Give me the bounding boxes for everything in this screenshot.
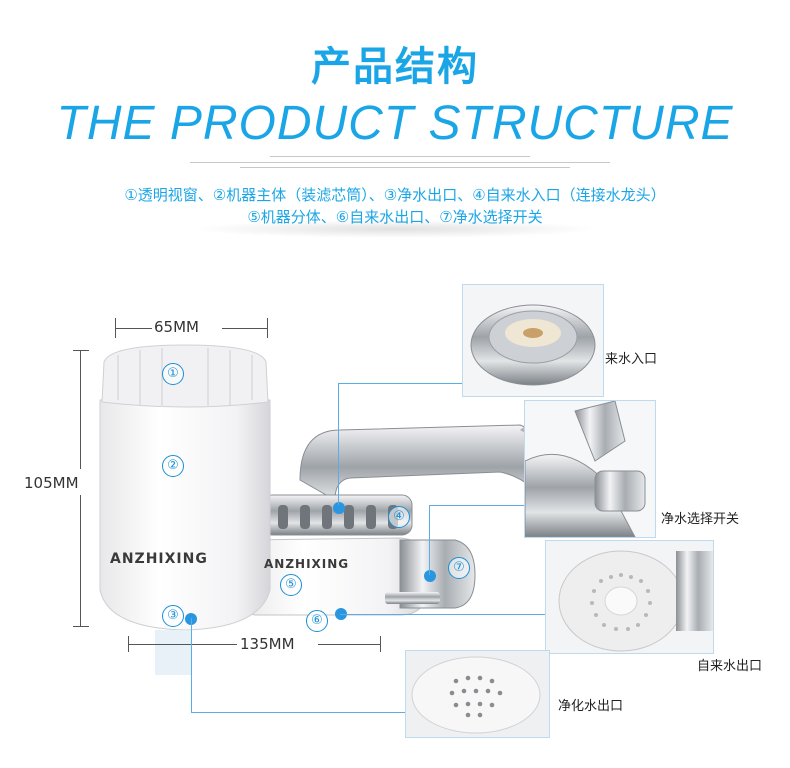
dim-height-line	[80, 351, 81, 469]
top-cap	[101, 344, 269, 408]
inset-label-tap-outlet: 自来水出口	[697, 659, 763, 674]
connector-dot-inlet	[333, 502, 345, 514]
connector-line-pure-outlet	[191, 712, 405, 713]
inset-tap-outlet	[545, 540, 714, 654]
dim-width-tick-right	[267, 318, 268, 338]
dim-length-line	[318, 644, 380, 645]
page-title-en: THE PRODUCT STRUCTURE	[56, 97, 734, 150]
marker-5: ⑤	[280, 574, 302, 596]
dim-height-tick-top	[73, 350, 89, 351]
dim-length-tick-right	[380, 636, 381, 652]
inset-pure-outlet	[405, 650, 550, 738]
inset-water-inlet	[462, 284, 604, 397]
water-stream	[155, 630, 191, 675]
connector-line-tap-outlet	[340, 614, 545, 615]
marker-4: ④	[388, 506, 410, 528]
divider-line	[270, 156, 530, 157]
marker-3: ③	[162, 605, 184, 627]
inset-switch	[524, 400, 656, 538]
switch-lever	[385, 592, 440, 604]
dim-width-line	[222, 328, 267, 329]
tap-outlet-closeup-image	[546, 541, 713, 653]
connector-line-switch	[429, 505, 524, 506]
dim-height-tick-bottom	[73, 626, 89, 627]
dim-height-line	[80, 495, 81, 626]
dim-width-line	[116, 328, 152, 329]
connector-line-inlet	[338, 383, 339, 505]
marker-6: ⑥	[306, 610, 328, 632]
connector-dot-switch	[424, 570, 436, 582]
inset-label-inlet: 来水入口	[605, 352, 658, 367]
main-body	[99, 399, 271, 631]
inlet-closeup-image	[463, 285, 603, 396]
inset-label-switch: 净水选择开关	[661, 512, 740, 527]
dim-height-label: 105MM	[24, 474, 79, 492]
marker-1: ①	[162, 363, 184, 385]
connector-line-inlet	[338, 383, 462, 384]
connector-line-pure-outlet	[191, 618, 192, 713]
parts-description-line2: ⑤机器分体、⑥自来水出口、⑦净水选择开关	[247, 208, 543, 226]
dim-width-tick-left	[115, 318, 116, 338]
divider-line	[240, 167, 570, 168]
marker-2: ②	[162, 455, 184, 477]
inset-label-pure-outlet: 净化水出口	[558, 699, 624, 714]
marker-7: ⑦	[448, 557, 470, 579]
page-title-cn: 产品结构	[311, 44, 479, 90]
brand-label-main: ANZHIXING	[110, 551, 208, 567]
header-shadow	[190, 220, 600, 238]
dim-length-label: 135MM	[240, 635, 295, 653]
parts-description-line1: ①透明视窗、②机器主体（装滤芯筒）、③净水出口、④自来水入口（连接水龙头）	[124, 186, 666, 204]
dim-length-tick-left	[128, 636, 129, 652]
brand-label-split: ANZHIXING	[264, 557, 350, 571]
connector-line-switch	[429, 505, 430, 575]
switch-closeup-image	[525, 401, 655, 537]
dim-width-label: 65MM	[154, 318, 199, 336]
pure-outlet-closeup-image	[406, 651, 549, 737]
divider-line	[190, 162, 610, 163]
dim-length-line	[129, 644, 237, 645]
